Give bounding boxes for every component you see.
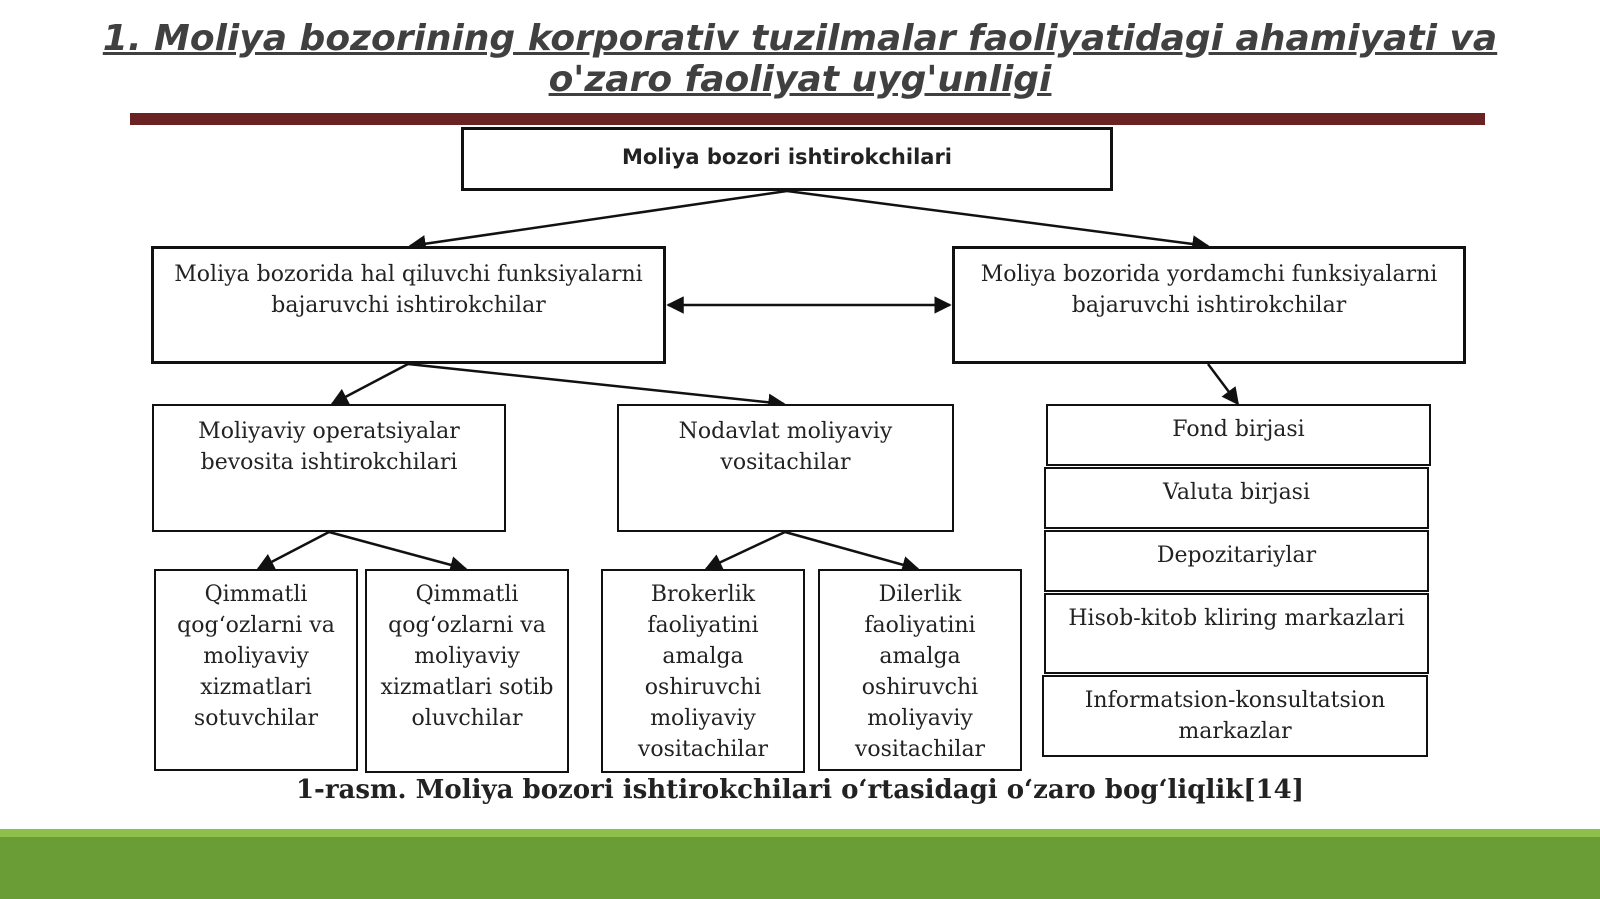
direct-participants-box: Moliyaviy operatsiyalar bevosita ishtiro… (152, 404, 506, 532)
leaf-box-broker: Brokerlik faoliyatini amalga oshiruvchi … (601, 569, 805, 773)
arrow-root-to-left (408, 189, 788, 253)
arrow-right-to-fond (1207, 363, 1240, 406)
title-divider (130, 113, 1485, 125)
infra-box-kliring: Hisob-kitob kliring markazlari (1044, 593, 1429, 674)
root-box: Moliya bozori ishtirokchilari (461, 127, 1113, 191)
infra-box-fond-birjasi: Fond birjasi (1046, 404, 1431, 466)
infra-box-konsultatsion: Informatsion-konsultatsion markazlar (1042, 675, 1428, 757)
leaf-box-buyers: Qimmatli qog‘ozlarni va moliyaviy xizmat… (365, 569, 569, 773)
arrow-left-to-direct (330, 362, 409, 406)
slide-title: 1. Moliya bozorining korporativ tuzilmal… (102, 18, 1498, 100)
leaf-box-sellers: Qimmatli qog‘ozlarni va moliyaviy xizmat… (154, 569, 358, 771)
arrow-left-to-nonstate (407, 362, 786, 412)
infra-box-valuta-birjasi: Valuta birjasi (1044, 467, 1429, 529)
arrow-root-to-right (786, 189, 1210, 253)
left-branch-box: Moliya bozorida hal qiluvchi funksiyalar… (151, 246, 666, 364)
right-branch-box: Moliya bozorida yordamchi funksiyalarni … (952, 246, 1466, 364)
arrow-direct-to-sellers (256, 530, 330, 571)
leaf-box-dealer: Dilerlik faoliyatini amalga oshiruvchi m… (818, 569, 1022, 771)
nonstate-intermediaries-box: Nodavlat moliyaviy vositachilar (617, 404, 954, 532)
arrow-nonstate-to-dealer (784, 530, 920, 574)
figure-caption: 1-rasm. Moliya bozori ishtirokchilari o‘… (295, 775, 1305, 805)
arrow-direct-to-buyers (328, 530, 468, 574)
infra-box-depozitariylar: Depozitariylar (1044, 530, 1429, 592)
arrow-nonstate-to-broker (704, 530, 786, 571)
footer-band (0, 829, 1600, 899)
